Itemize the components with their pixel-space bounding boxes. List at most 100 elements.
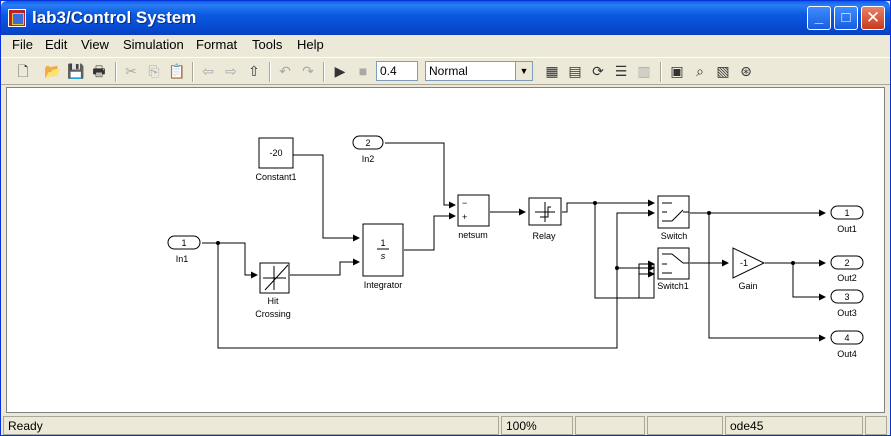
signal-line — [594, 203, 655, 299]
hit-crossing-block[interactable]: Hit Crossing — [255, 262, 291, 319]
integrator-block[interactable]: 1 s Integrator — [362, 223, 404, 290]
menu-bar: File Edit View Simulation Format Tools H… — [1, 35, 890, 55]
minimize-button[interactable]: _ — [807, 6, 831, 30]
out2-port[interactable]: 2 Out2 — [830, 255, 864, 283]
cut-icon[interactable]: ✂ — [125, 63, 137, 79]
layers-icon[interactable]: ☰ — [614, 63, 628, 79]
menu-help[interactable]: Help — [297, 37, 324, 52]
svg-text:Out2: Out2 — [837, 273, 857, 283]
svg-text:Switch: Switch — [661, 231, 688, 241]
debugger-icon[interactable]: ▧ — [716, 63, 730, 79]
out4-port[interactable]: 4 Out4 — [830, 330, 864, 359]
svg-text:Gain: Gain — [738, 281, 757, 291]
model-explorer-icon[interactable]: ⌕ — [696, 63, 704, 79]
svg-text:2: 2 — [365, 138, 370, 148]
menu-edit[interactable]: Edit — [45, 37, 68, 52]
svg-text:Relay: Relay — [532, 231, 556, 241]
svg-text:Hit: Hit — [268, 296, 279, 306]
build-icon[interactable]: ▤ — [568, 63, 582, 79]
svg-text:1: 1 — [380, 238, 385, 248]
svg-text:−: − — [462, 198, 467, 208]
solver-name: ode45 — [725, 416, 863, 435]
menu-view[interactable]: View — [81, 37, 109, 52]
status-panel-empty-2 — [647, 416, 723, 435]
signal-line — [290, 258, 360, 276]
print-icon[interactable]: 🖶 — [92, 63, 106, 79]
start-simulation-icon[interactable]: ▶ — [334, 63, 346, 79]
constant1-block[interactable]: -20 Constant1 — [255, 137, 297, 182]
chevron-down-icon[interactable]: ▼ — [515, 62, 532, 80]
out1-port[interactable]: 1 Out1 — [830, 205, 864, 234]
menu-tools[interactable]: Tools — [252, 37, 283, 52]
relay-block[interactable]: Relay — [528, 197, 562, 241]
block-diagram: -20 Constant1 2 In2 1 In1 − + netsum — [167, 135, 864, 359]
menu-file[interactable]: File — [12, 37, 33, 52]
status-text: Ready — [3, 416, 499, 435]
back-icon[interactable]: ⇦ — [202, 63, 214, 79]
status-bar: Ready 100% ode45 — [1, 414, 890, 435]
svg-text:Switch1: Switch1 — [657, 281, 689, 291]
menu-format[interactable]: Format — [196, 37, 238, 52]
open-icon[interactable]: 📂 — [44, 63, 62, 79]
switch-block[interactable]: Switch — [657, 195, 690, 241]
switch1-block[interactable]: Switch1 — [657, 247, 690, 291]
zoom-level: 100% — [501, 416, 573, 435]
svg-text:netsum: netsum — [458, 230, 488, 240]
paste-icon[interactable]: 📋 — [168, 63, 186, 79]
signal-line — [202, 242, 258, 279]
svg-text:2: 2 — [844, 258, 849, 268]
grid-icon[interactable]: ▥ — [637, 63, 651, 79]
svg-text:Out3: Out3 — [837, 308, 857, 318]
save-icon[interactable]: 💾 — [67, 63, 85, 79]
gain-block[interactable]: -1 Gain — [732, 247, 766, 291]
in1-port[interactable]: 1 In1 — [167, 235, 201, 264]
svg-text:Out4: Out4 — [837, 349, 857, 359]
svg-text:In2: In2 — [362, 154, 375, 164]
redo-icon[interactable]: ↷ — [302, 63, 314, 79]
svg-text:4: 4 — [844, 333, 849, 343]
out3-port[interactable]: 3 Out3 — [830, 289, 864, 318]
signal-line — [385, 142, 456, 209]
forward-icon[interactable]: ⇨ — [225, 63, 237, 79]
title-bar[interactable]: lab3/Control System _ □ ✕ — [1, 1, 890, 35]
svg-text:-20: -20 — [269, 148, 282, 158]
maximize-button[interactable]: □ — [834, 6, 858, 30]
up-level-icon[interactable]: ⇧ — [248, 63, 260, 79]
advisor-icon[interactable]: ⊛ — [740, 63, 752, 79]
simulation-mode-select[interactable]: Normal ▼ — [425, 61, 533, 81]
stop-time-input[interactable] — [376, 61, 418, 81]
signal-line — [293, 154, 360, 242]
status-panel-empty-1 — [575, 416, 645, 435]
svg-text:1: 1 — [181, 238, 186, 248]
signal-line — [792, 263, 826, 301]
svg-text:s: s — [381, 251, 386, 261]
svg-text:3: 3 — [844, 292, 849, 302]
stop-simulation-icon[interactable]: ■ — [358, 63, 368, 79]
svg-text:-1: -1 — [740, 258, 748, 268]
simulink-app-icon[interactable] — [8, 9, 26, 27]
signal-line — [708, 213, 826, 342]
toolbar: 🗋 📂 💾 🖶 ✂ ⎘ 📋 ⇦ ⇨ ⇧ ↶ ↷ ▶ ■ ▦ ▤ ⟳ ☰ ▥ ▣ … — [1, 57, 890, 85]
undo-icon[interactable]: ↶ — [279, 63, 291, 79]
svg-text:Integrator: Integrator — [364, 280, 403, 290]
copy-icon[interactable]: ⎘ — [148, 63, 160, 79]
close-button[interactable]: ✕ — [861, 6, 885, 30]
svg-text:+: + — [462, 212, 467, 222]
resize-grip[interactable] — [865, 416, 887, 435]
window-title: lab3/Control System — [32, 8, 197, 27]
svg-text:1: 1 — [844, 208, 849, 218]
menu-simulation[interactable]: Simulation — [123, 37, 184, 52]
netsum-block[interactable]: − + netsum — [457, 194, 490, 240]
signal-line — [562, 199, 655, 213]
svg-text:Crossing: Crossing — [255, 309, 291, 319]
signal-line — [404, 212, 456, 251]
refresh-icon[interactable]: ⟳ — [592, 63, 604, 79]
svg-text:Constant1: Constant1 — [255, 172, 296, 182]
library-browser-icon[interactable]: ▣ — [670, 63, 684, 79]
model-canvas[interactable]: -20 Constant1 2 In2 1 In1 − + netsum — [6, 87, 885, 413]
in2-port[interactable]: 2 In2 — [352, 135, 384, 164]
new-icon[interactable]: 🗋 — [17, 63, 29, 79]
update-diagram-icon[interactable]: ▦ — [545, 63, 559, 79]
svg-text:In1: In1 — [176, 254, 189, 264]
